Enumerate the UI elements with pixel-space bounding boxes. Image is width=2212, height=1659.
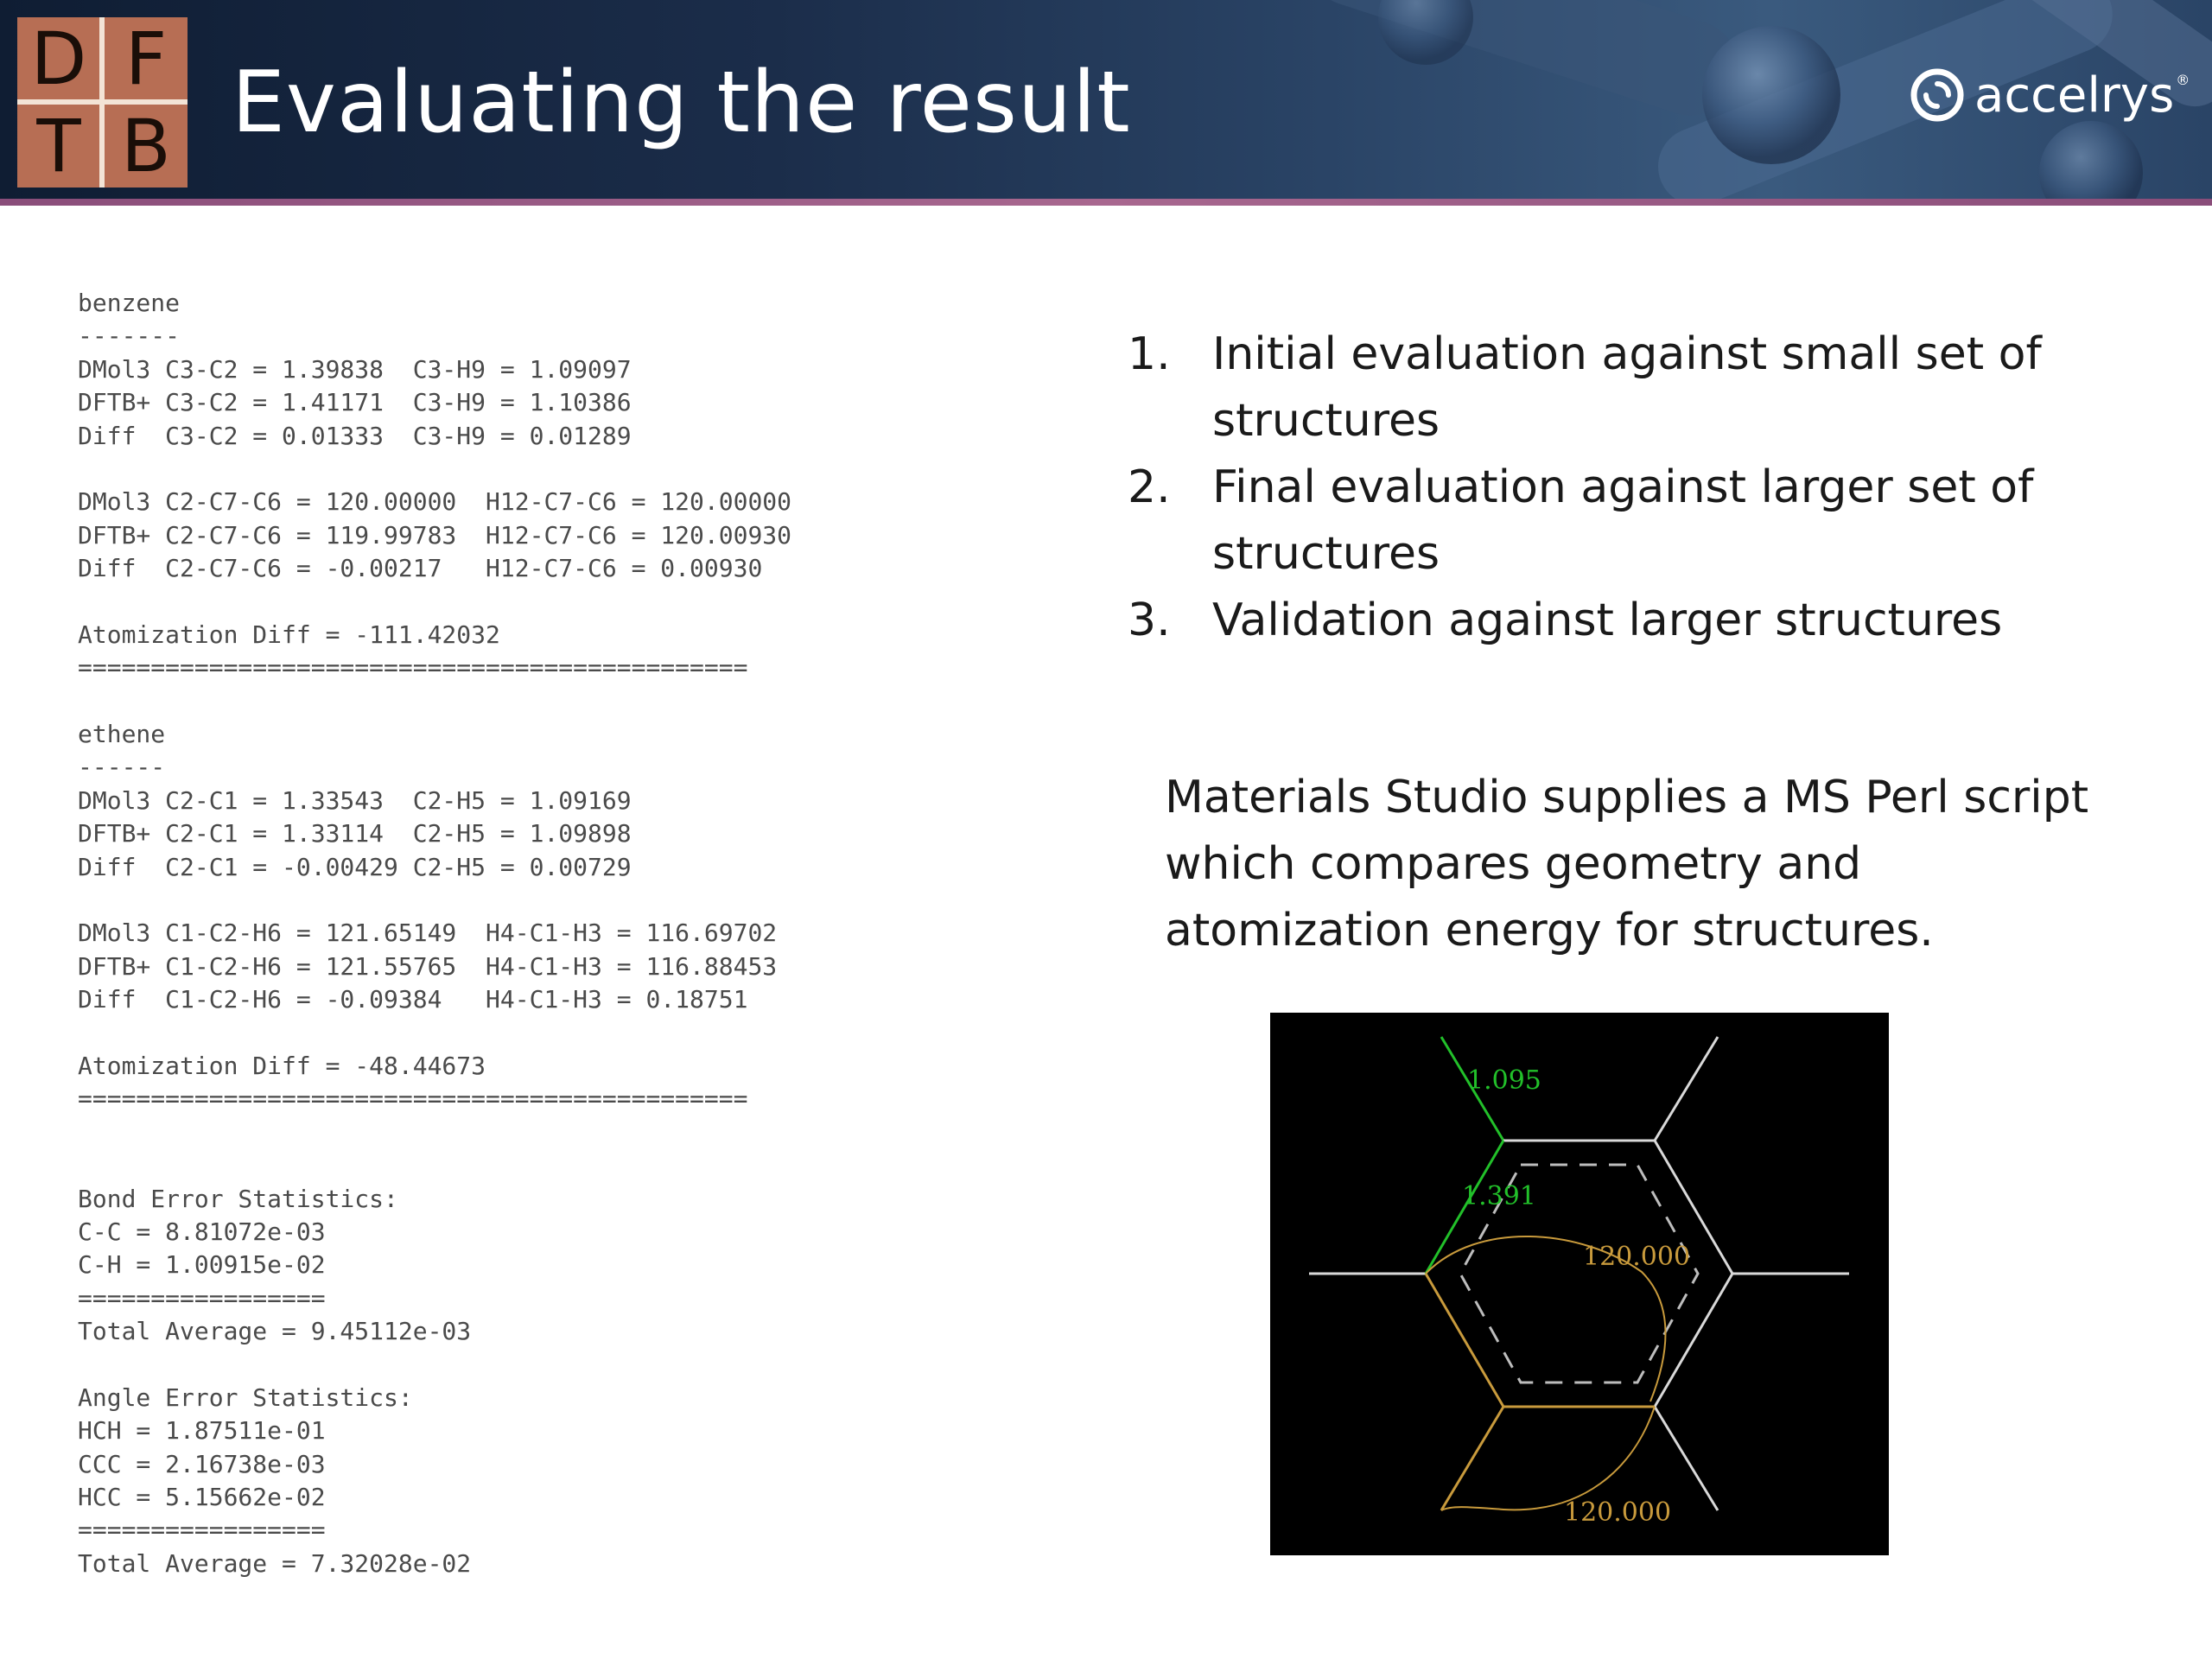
code-line bbox=[78, 1017, 791, 1050]
code-line: ================= bbox=[78, 1516, 326, 1545]
code-line: CCC = 2.16738e-03 bbox=[78, 1449, 326, 1478]
code-line: Atomization Diff = -48.44673 bbox=[78, 1051, 486, 1080]
code-line: ========================================… bbox=[78, 653, 748, 683]
code-line: DFTB+ C2-C1 = 1.33114 C2-H5 = 1.09898 bbox=[78, 819, 632, 849]
accelrys-brand: accelrys® bbox=[1905, 60, 2190, 130]
code-line: Bond Error Statistics: bbox=[78, 1184, 398, 1213]
angle-arc bbox=[1440, 1406, 1656, 1511]
code-line: DMol3 C2-C7-C6 = 120.00000 H12-C7-C6 = 1… bbox=[78, 487, 792, 517]
angle-label: 120.000 bbox=[1583, 1242, 1690, 1272]
brand-name: accelrys bbox=[1974, 67, 2175, 124]
list-item: 3. Validation against larger structures bbox=[1128, 588, 2164, 654]
logo-letter-t: T bbox=[36, 104, 81, 188]
ch-bond bbox=[1653, 1036, 1719, 1141]
code-line bbox=[78, 453, 791, 486]
step-number: 1. bbox=[1128, 328, 1171, 380]
step-text: Final evaluation against larger set of s… bbox=[1212, 461, 2034, 580]
step-number: 2. bbox=[1128, 461, 1171, 513]
code-line bbox=[78, 685, 791, 718]
code-line: C-H = 1.00915e-02 bbox=[78, 1250, 326, 1280]
code-line: DMol3 C3-C2 = 1.39838 C3-H9 = 1.09097 bbox=[78, 354, 632, 384]
step-text: Validation against larger structures bbox=[1212, 594, 2003, 646]
benzene-structure-viewer: 1.095 1.391 120.000 120.000 bbox=[1270, 1013, 1889, 1555]
ch-bond-angle bbox=[1440, 1406, 1505, 1511]
code-line: Angle Error Statistics: bbox=[78, 1382, 413, 1412]
script-output-listing: benzene -------DMol3 C3-C2 = 1.39838 C3-H… bbox=[78, 287, 791, 1580]
code-line: ------- bbox=[78, 321, 181, 351]
code-line: ethene bbox=[78, 720, 166, 749]
code-line bbox=[78, 1116, 791, 1149]
code-line: Diff C1-C2-H6 = -0.09384 H4-C1-H3 = 0.18… bbox=[78, 985, 748, 1014]
code-line: benzene bbox=[78, 289, 181, 317]
code-line: HCH = 1.87511e-01 bbox=[78, 1416, 326, 1446]
description-paragraph: Materials Studio supplies a MS Perl scri… bbox=[1165, 772, 2089, 957]
code-line: Diff C2-C1 = -0.00429 C2-H5 = 0.00729 bbox=[78, 852, 632, 881]
angle-label: 120.000 bbox=[1564, 1497, 1671, 1528]
code-line: DFTB+ C1-C2-H6 = 121.55765 H4-C1-H3 = 11… bbox=[78, 951, 778, 981]
cc-bond-angle bbox=[1424, 1273, 1505, 1408]
slide-header: D F T B Evaluating the result accelrys® bbox=[0, 0, 2212, 199]
header-divider bbox=[0, 199, 2212, 206]
molecule-backdrop-decoration bbox=[1306, 0, 2212, 199]
cc-bond bbox=[1653, 1140, 1734, 1274]
code-line: Diff C2-C7-C6 = -0.00217 H12-C7-C6 = 0.0… bbox=[78, 554, 763, 583]
evaluation-steps-list: 1. Initial evaluation against small set … bbox=[1128, 321, 2164, 654]
cc-bond bbox=[1653, 1273, 1734, 1408]
logo-letter-f: F bbox=[124, 16, 168, 101]
logo-letter-d: D bbox=[30, 16, 87, 101]
code-line: Diff C3-C2 = 0.01333 C3-H9 = 0.01289 bbox=[78, 421, 632, 450]
code-line: ========================================… bbox=[78, 1084, 748, 1114]
code-line: DFTB+ C3-C2 = 1.41171 C3-H9 = 1.10386 bbox=[78, 388, 632, 417]
code-line: HCC = 5.15662e-02 bbox=[78, 1483, 326, 1512]
cc-bond-highlight bbox=[1424, 1140, 1505, 1274]
logo-cross-horizontal bbox=[17, 99, 188, 105]
ch-bond-highlight bbox=[1440, 1036, 1505, 1141]
code-line: Atomization Diff = -111.42032 bbox=[78, 620, 500, 649]
step-number: 3. bbox=[1128, 594, 1171, 646]
slide-title: Evaluating the result bbox=[232, 54, 1131, 152]
code-line: ================= bbox=[78, 1283, 326, 1313]
registered-mark: ® bbox=[2176, 71, 2190, 88]
list-item: 2. Final evaluation against larger set o… bbox=[1128, 454, 2164, 588]
code-line bbox=[78, 884, 791, 917]
code-line: Total Average = 9.45112e-03 bbox=[78, 1317, 472, 1346]
logo-letter-b: B bbox=[121, 104, 171, 188]
code-line: ------ bbox=[78, 753, 166, 782]
aromatic-ring bbox=[1459, 1163, 1700, 1384]
angle-arc bbox=[1425, 1236, 1667, 1402]
ch-bond bbox=[1653, 1406, 1719, 1511]
bond-label: 1.095 bbox=[1467, 1065, 1541, 1096]
dftb-logo: D F T B bbox=[17, 17, 188, 188]
code-line: Total Average = 7.32028e-02 bbox=[78, 1548, 472, 1578]
step-text: Initial evaluation against small set of … bbox=[1212, 328, 2042, 447]
bond-label: 1.391 bbox=[1462, 1181, 1536, 1211]
accelrys-swirl-icon bbox=[1910, 68, 1964, 122]
code-line bbox=[78, 1349, 791, 1382]
code-line: C-C = 8.81072e-03 bbox=[78, 1217, 326, 1246]
list-item: 1. Initial evaluation against small set … bbox=[1128, 321, 2164, 454]
benzene-molecule-diagram: 1.095 1.391 120.000 120.000 bbox=[1309, 1036, 1849, 1528]
code-line: DMol3 C2-C1 = 1.33543 C2-H5 = 1.09169 bbox=[78, 785, 632, 815]
code-line: DMol3 C1-C2-H6 = 121.65149 H4-C1-H3 = 11… bbox=[78, 918, 778, 948]
code-line bbox=[78, 1149, 791, 1182]
code-line bbox=[78, 586, 791, 619]
code-line: DFTB+ C2-C7-C6 = 119.99783 H12-C7-C6 = 1… bbox=[78, 520, 792, 550]
